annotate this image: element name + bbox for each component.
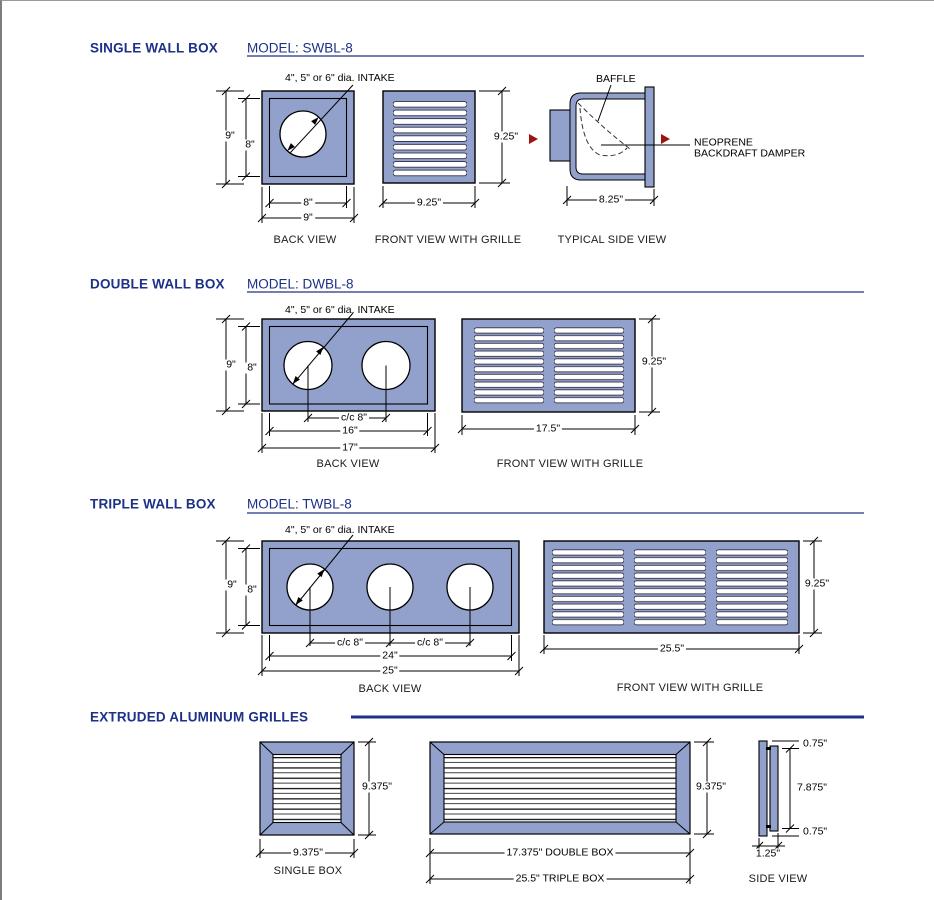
airflow-arrow-icon — [661, 134, 670, 144]
section-rules — [247, 55, 864, 719]
single-side-view-drawing — [529, 84, 690, 206]
model-label-single: MODEL: SWBL-8 — [247, 40, 353, 56]
dim-grille-side-opening: 7.875" — [795, 781, 830, 794]
dim-double-back-cc: c/c 8" — [339, 411, 369, 424]
grille-multi-box-drawing — [425, 737, 714, 884]
dim-single-back-inner-width: 8" — [301, 196, 315, 209]
dim-grille-single-height: 9.375" — [359, 780, 395, 793]
dim-grille-double-width: 17.375" DOUBLE BOX — [504, 846, 616, 859]
caption-triple-back-view: BACK VIEW — [358, 683, 422, 695]
dim-triple-back-inner-height: 8" — [245, 583, 259, 596]
section-title-grilles: EXTRUDED ALUMINUM GRILLES — [90, 709, 309, 725]
triple-back-view-drawing — [216, 534, 524, 676]
single-back-view-drawing — [216, 84, 359, 223]
dim-triple-back-outer-height: 9" — [225, 578, 239, 591]
dim-single-front-height: 9.25" — [491, 130, 521, 143]
caption-grille-side-view: SIDE VIEW — [748, 873, 808, 885]
dim-triple-back-outer-width: 25" — [380, 664, 400, 677]
dim-double-front-height: 9.25" — [639, 355, 669, 368]
triple-front-view-drawing — [539, 536, 822, 654]
dim-grille-multi-height: 9.375" — [693, 780, 729, 793]
dim-triple-back-inner-width: 24" — [380, 649, 400, 662]
grille-side-view-drawing — [752, 740, 799, 859]
dim-single-front-width: 9.25" — [414, 196, 444, 209]
caption-single-back-view: BACK VIEW — [273, 234, 337, 246]
dim-grille-single-width: 9.375" — [290, 846, 326, 859]
caption-single-side-view: TYPICAL SIDE VIEW — [557, 234, 667, 246]
dim-triple-front-height: 9.25" — [802, 577, 832, 590]
neoprene-damper-label: NEOPRENE BACKDRAFT DAMPER — [694, 136, 806, 159]
caption-triple-front-view: FRONT VIEW WITH GRILLE — [616, 682, 764, 694]
dim-single-back-outer-width: 9" — [301, 211, 315, 224]
double-front-view-drawing — [457, 314, 660, 435]
dim-double-back-inner-width: 16" — [340, 424, 360, 437]
dim-single-side-width: 8.25" — [596, 193, 626, 206]
dim-double-back-outer-width: 17" — [340, 441, 360, 454]
double-back-view-drawing — [216, 312, 440, 453]
caption-grille-single-box: SINGLE BOX — [273, 865, 343, 877]
section-title-double: DOUBLE WALL BOX — [90, 276, 225, 292]
dim-double-back-outer-height: 9" — [224, 358, 238, 371]
dim-single-back-inner-height: 8" — [243, 138, 257, 151]
dim-triple-back-cc2: c/c 8" — [415, 636, 445, 649]
dim-double-front-width: 17.5" — [533, 422, 563, 435]
model-label-triple: MODEL: TWBL-8 — [247, 496, 352, 512]
grille-single-box-drawing — [255, 737, 376, 858]
section-title-triple: TRIPLE WALL BOX — [90, 496, 216, 512]
dim-single-back-outer-height: 9" — [223, 129, 237, 142]
dim-grille-side-depth: 1.25" — [753, 847, 783, 860]
single-front-view-drawing — [378, 86, 510, 208]
dim-triple-back-cc1: c/c 8" — [335, 636, 365, 649]
airflow-arrow-icon — [529, 134, 538, 144]
section-title-single: SINGLE WALL BOX — [90, 40, 219, 56]
dim-triple-front-width: 25.5" — [657, 642, 687, 655]
baffle-label: BAFFLE — [596, 73, 636, 85]
intake-label-double: 4", 5" or 6" dia. INTAKE — [285, 304, 395, 316]
caption-double-back-view: BACK VIEW — [316, 458, 380, 470]
dim-grille-triple-width: 25.5" TRIPLE BOX — [513, 872, 607, 885]
caption-double-front-view: FRONT VIEW WITH GRILLE — [496, 458, 644, 470]
dim-grille-side-lip-bottom: 0.75" — [801, 825, 830, 838]
caption-single-front-view: FRONT VIEW WITH GRILLE — [374, 234, 522, 246]
dim-grille-side-lip-top: 0.75" — [801, 737, 830, 750]
intake-label-single: 4", 5" or 6" dia. INTAKE — [285, 72, 395, 84]
dim-double-back-inner-height: 8" — [245, 361, 259, 374]
intake-label-triple: 4", 5" or 6" dia. INTAKE — [285, 524, 395, 536]
model-label-double: MODEL: DWBL-8 — [247, 276, 354, 292]
